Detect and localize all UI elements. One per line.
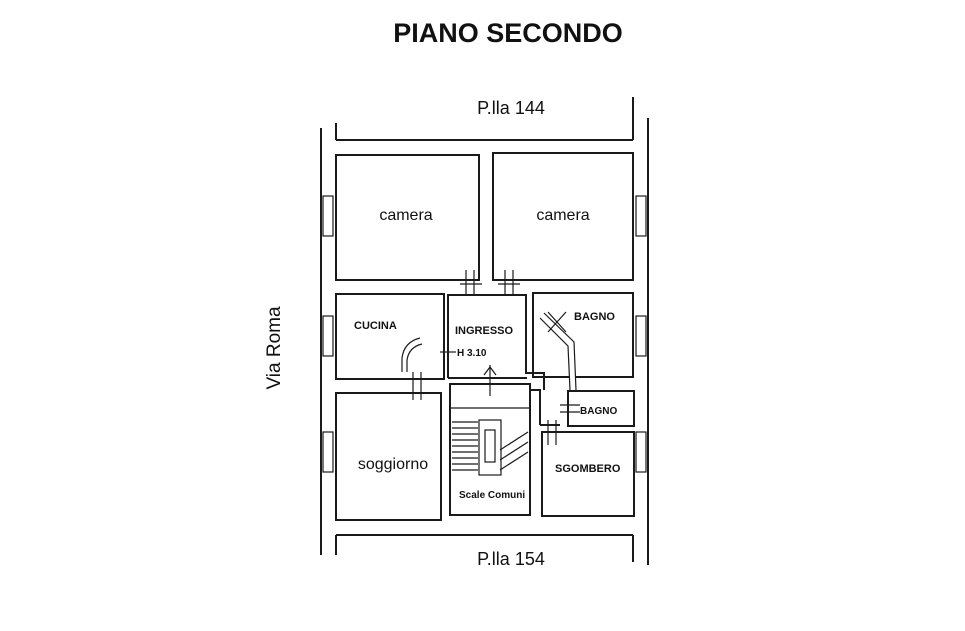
room-ingresso: INGRESSO H 3.10: [412, 294, 545, 400]
outer-walls: [320, 97, 649, 565]
stair-treads: [452, 421, 478, 471]
parcel-top-label: P.lla 144: [477, 98, 545, 118]
door-marks-top: [460, 270, 520, 296]
parcel-bottom-label: P.lla 154: [477, 549, 545, 569]
room-soggiorno: soggiorno: [335, 392, 442, 521]
room-label-bagno-lower: BAGNO: [580, 406, 617, 417]
room-label-scale: Scale Comuni: [459, 490, 525, 501]
room-label-soggiorno: soggiorno: [358, 456, 428, 473]
height-mark: H 3.10: [457, 348, 487, 359]
room-sgombero: SGOMBERO: [541, 420, 635, 517]
room-camera-left: camera: [335, 154, 480, 281]
room-scale-comuni: Scale Comuni: [449, 365, 531, 516]
street-label: Via Roma: [264, 306, 285, 390]
room-label-cucina: CUCINA: [354, 320, 397, 332]
room-label-sgombero: SGOMBERO: [555, 463, 621, 475]
room-label-camera-right: camera: [536, 207, 589, 224]
room-label-ingresso: INGRESSO: [455, 325, 514, 337]
room-label-camera-left: camera: [379, 207, 432, 224]
room-bagno-upper: BAGNO: [532, 292, 634, 391]
corridor-walls: [530, 389, 560, 426]
room-cucina: CUCINA: [335, 293, 445, 380]
room-camera-right: camera: [492, 152, 634, 281]
room-bagno-lower: BAGNO: [560, 390, 635, 427]
room-label-bagno-upper: BAGNO: [574, 311, 615, 323]
windows: [322, 195, 647, 473]
plan-title: PIANO SECONDO: [393, 18, 623, 48]
